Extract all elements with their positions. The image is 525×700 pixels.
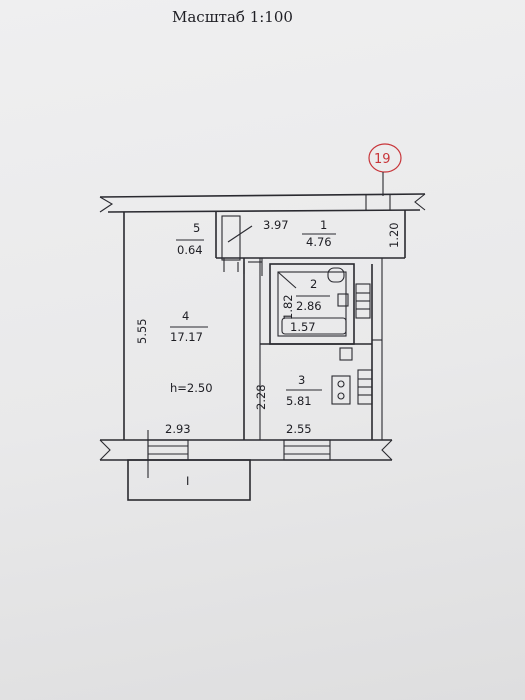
- room-5-area: 0.64: [177, 243, 203, 257]
- dim-hall-length: 3.97: [263, 218, 289, 232]
- dim-living-width: 2.93: [165, 422, 191, 436]
- scale-title: Масштаб 1:100: [172, 8, 293, 26]
- apartment-number: 19: [374, 152, 391, 167]
- dim-hall-width: 1.20: [387, 222, 401, 248]
- room-4-area: 17.17: [170, 330, 203, 344]
- dim-kitchen-height: 2.28: [254, 384, 268, 410]
- windows: [147, 430, 331, 478]
- room-1-area: 4.76: [306, 235, 332, 249]
- room-4-number: 4: [182, 309, 189, 323]
- balcony-label: I: [186, 474, 189, 488]
- room-2-area: 2.86: [296, 299, 322, 313]
- room-5-number: 5: [193, 221, 200, 235]
- room-2-number: 2: [310, 277, 317, 291]
- room-1-number: 1: [320, 218, 327, 232]
- radiators: [355, 283, 373, 405]
- kitchen: [260, 258, 383, 440]
- hall-walls: [216, 194, 406, 276]
- room-3-area: 5.81: [286, 394, 312, 408]
- dim-kitchen-width: 2.55: [286, 422, 312, 436]
- dim-bathtub: 1.57: [290, 320, 316, 334]
- ceiling-height: h=2.50: [170, 381, 213, 395]
- room-3-number: 3: [298, 373, 305, 387]
- dim-bathroom-width: 1.82: [281, 294, 295, 320]
- dim-living-height: 5.55: [135, 318, 149, 344]
- apartment-number-marker: 19: [368, 143, 402, 196]
- balcony: I: [127, 459, 251, 501]
